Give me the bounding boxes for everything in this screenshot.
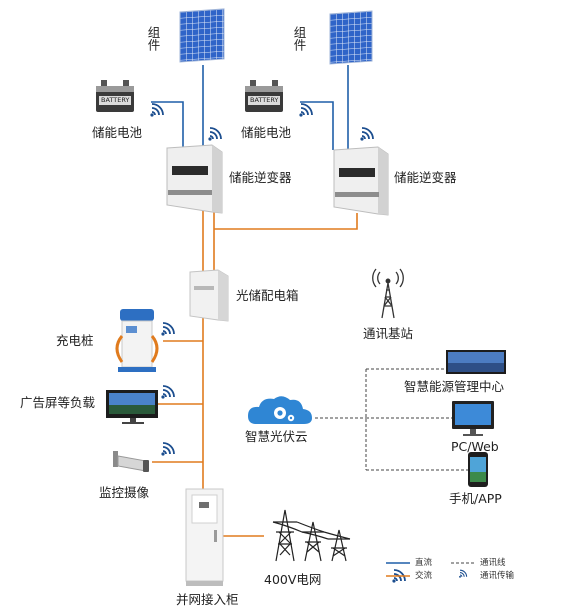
comm-tower — [372, 268, 404, 319]
legend-dc-label: 直流 — [415, 558, 433, 568]
smart-pv-cloud-label: 智慧光伏云 — [245, 429, 308, 444]
charging-pile-label: 充电桩 — [56, 333, 94, 348]
comm-lines — [315, 368, 468, 471]
legend-ac-label: 交流 — [415, 571, 433, 581]
surveillance-camera-device — [113, 451, 149, 472]
inverter-right — [333, 146, 389, 216]
pv-distribution-box-label: 光储配电箱 — [236, 288, 299, 303]
solar-panel-left — [179, 8, 225, 63]
cloud-icon — [248, 396, 312, 424]
grid-cabinet — [185, 488, 224, 586]
wifi-icon — [160, 322, 175, 337]
pc-monitor — [452, 401, 494, 436]
battery-text-left: BATTERY — [101, 96, 130, 104]
pc-web-label: PC/Web — [451, 439, 499, 454]
energy-center-screen — [446, 350, 506, 374]
storage-inverter-label-left: 储能逆变器 — [229, 170, 292, 185]
comm-base-station-label: 通讯基站 — [363, 326, 414, 341]
storage-battery-label-left: 储能电池 — [92, 125, 143, 140]
surveillance-camera-label: 监控摄像 — [99, 485, 150, 500]
panel-group-label-right: 组件 — [291, 26, 307, 51]
legend — [386, 562, 475, 579]
power-towers — [272, 509, 351, 562]
ad-screen-load-label: 广告屏等负载 — [20, 395, 96, 410]
ac-lines — [152, 211, 358, 537]
solar-panel-right — [329, 10, 373, 65]
inverter-left — [166, 144, 223, 214]
battery-text-right: BATTERY — [250, 96, 279, 104]
energy-mgmt-center-label: 智慧能源管理中心 — [404, 379, 505, 394]
dc-lines — [151, 65, 349, 150]
wifi-icon — [160, 442, 175, 457]
battery-left — [96, 80, 134, 112]
wifi-icon — [160, 385, 175, 400]
battery-right — [245, 80, 283, 112]
storage-inverter-label-right: 储能逆变器 — [394, 170, 457, 185]
mobile-phone — [468, 452, 488, 487]
grid-cabinet-label: 并网接入柜 — [176, 592, 239, 607]
legend-comm-line-label: 通讯线 — [480, 558, 506, 568]
wifi-icon — [207, 127, 222, 142]
charging-pile — [115, 309, 159, 372]
mobile-app-label: 手机/APP — [449, 491, 502, 506]
storage-battery-label-right: 储能电池 — [241, 125, 292, 140]
distribution-box — [189, 269, 229, 322]
wifi-icon — [359, 127, 374, 142]
wifi-icon — [298, 103, 313, 118]
panel-group-label-left: 组件 — [145, 26, 161, 51]
grid-400v-label: 400V电网 — [264, 572, 322, 587]
legend-comm-transmission-label: 通讯传输 — [480, 571, 515, 581]
wifi-icon — [149, 103, 164, 118]
ad-screen — [106, 390, 158, 424]
